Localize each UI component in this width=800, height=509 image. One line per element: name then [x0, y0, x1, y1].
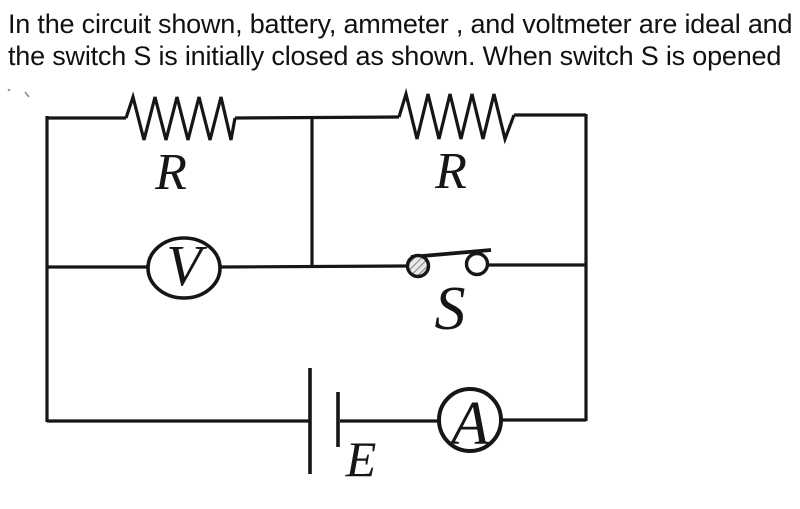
question-line-1: In the circuit shown, battery, ammeter ,… — [8, 9, 793, 39]
scan-artifact-tick — [24, 91, 30, 98]
resistor-right-label: R — [434, 143, 467, 200]
voltmeter-label: V — [166, 233, 208, 298]
switch-contact-right[interactable] — [464, 251, 490, 277]
battery-label: E — [345, 431, 377, 487]
ammeter-label: A — [447, 390, 490, 458]
scan-artifact-dot — [7, 88, 11, 92]
switch-label: S — [435, 275, 466, 343]
question-text: In the circuit shown, battery, ammeter ,… — [8, 8, 800, 72]
wire-top-middle — [234, 115, 400, 120]
resistor-left-zigzag — [124, 91, 237, 141]
wire-voltmeter-to-switch — [219, 264, 408, 269]
resistor-right-zigzag — [397, 87, 516, 145]
question-line-2: the switch S is initially closed as show… — [8, 41, 782, 71]
voltmeter-circle — [146, 236, 222, 300]
resistor-left-label: R — [154, 144, 187, 201]
switch-contact-left[interactable] — [405, 253, 431, 279]
